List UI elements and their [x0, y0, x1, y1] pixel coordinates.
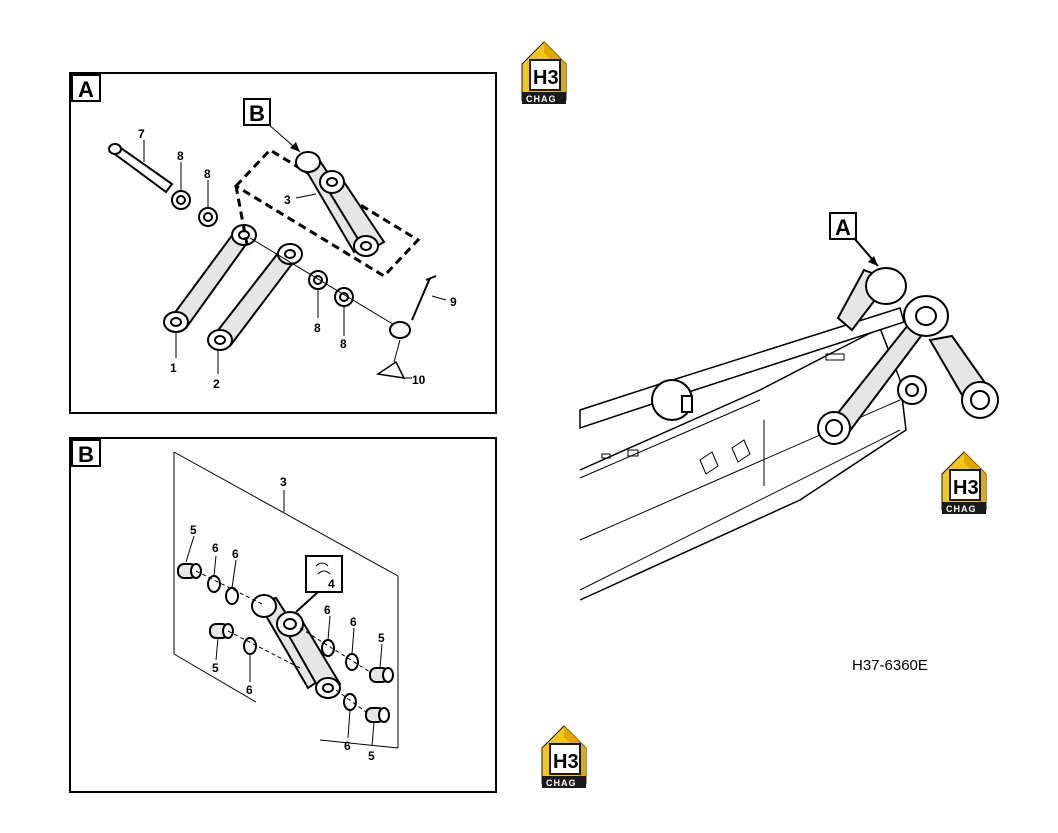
svg-text:CHAG: CHAG: [546, 778, 577, 788]
link-assembly-3: [295, 151, 386, 257]
callout-b: B: [249, 101, 265, 126]
part-4: 4: [328, 577, 335, 591]
part-6: 6: [350, 615, 357, 629]
bushing-5b: [209, 623, 234, 639]
svg-text:H3: H3: [533, 67, 559, 89]
part-6: 6: [212, 541, 219, 555]
svg-text:H3: H3: [953, 477, 979, 499]
logo-top: H3 CHAG: [521, 41, 567, 105]
bushing-5a: [177, 563, 202, 579]
part-8: 8: [177, 149, 184, 163]
svg-text:CHAG: CHAG: [946, 504, 977, 514]
part-1: 1: [170, 361, 177, 375]
panel-a: A B: [69, 72, 497, 414]
part-5: 5: [190, 523, 197, 537]
panel-a-label: A: [78, 77, 94, 102]
pin-head: [389, 321, 411, 339]
link-1: [163, 224, 257, 333]
panel-b-label: B: [78, 442, 94, 467]
lock-pin-10: [375, 360, 406, 379]
part-5: 5: [378, 631, 385, 645]
drawing-number: H37-6360E: [852, 657, 928, 674]
link-2: [207, 243, 303, 351]
panel-b: B: [69, 437, 497, 793]
part-6: 6: [232, 547, 239, 561]
part-8: 8: [340, 337, 347, 351]
part-6: 6: [344, 739, 351, 753]
bushing-5c: [369, 667, 394, 683]
part-5: 5: [212, 661, 219, 675]
pin-7: [108, 143, 174, 194]
part-6: 6: [246, 683, 253, 697]
machine-link: [817, 267, 999, 445]
svg-text:H3: H3: [553, 751, 579, 773]
logo-bottom: H3 CHAG: [541, 725, 587, 789]
part-3: 3: [284, 193, 291, 207]
bushing-5d: [365, 707, 390, 723]
part-6: 6: [324, 603, 331, 617]
machine-overview: A: [579, 212, 999, 601]
part-3: 3: [280, 475, 287, 489]
o-ring-6c: [243, 637, 257, 655]
part-10: 10: [412, 373, 426, 387]
link-assembly-3b: [251, 594, 342, 699]
svg-text:CHAG: CHAG: [526, 94, 557, 104]
panel-a-frame: [69, 72, 497, 414]
part-7: 7: [138, 127, 145, 141]
o-ring-6e: [345, 653, 359, 671]
part-9: 9: [450, 295, 457, 309]
part-5: 5: [368, 749, 375, 763]
logo-middle: H3 CHAG: [941, 451, 987, 515]
part-8: 8: [204, 167, 211, 181]
o-ring-6f: [343, 693, 357, 711]
part-8: 8: [314, 321, 321, 335]
part-2: 2: [213, 377, 220, 391]
callout-a: A: [835, 215, 851, 240]
o-ring-6b: [225, 587, 239, 605]
